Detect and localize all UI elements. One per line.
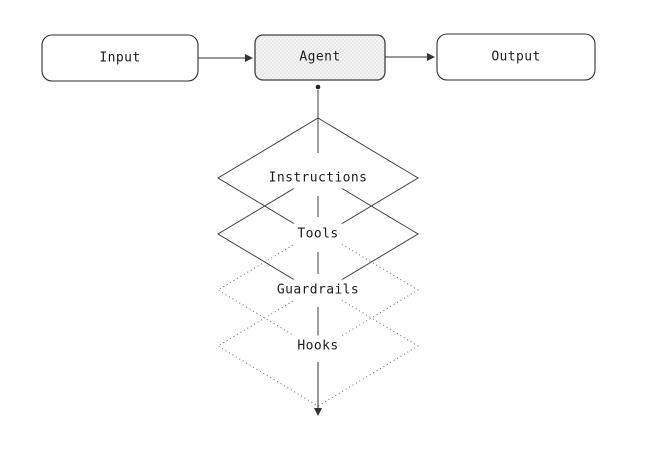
connector-dot: [315, 84, 321, 90]
layer-guardrails-diamond: [217, 229, 419, 351]
output-node-label: Output: [491, 49, 541, 65]
input-node-label: Input: [99, 50, 141, 66]
layer-tools-label: Tools: [293, 223, 343, 245]
agent-node-label: Agent: [299, 49, 341, 65]
layer-instructions-label: Instructions: [264, 167, 372, 189]
layer-hooks-diamond: [217, 285, 419, 407]
layer-hooks-label: Hooks: [293, 335, 343, 357]
layer-guardrails-label: Guardrails: [272, 279, 364, 301]
output-box: [436, 33, 596, 81]
